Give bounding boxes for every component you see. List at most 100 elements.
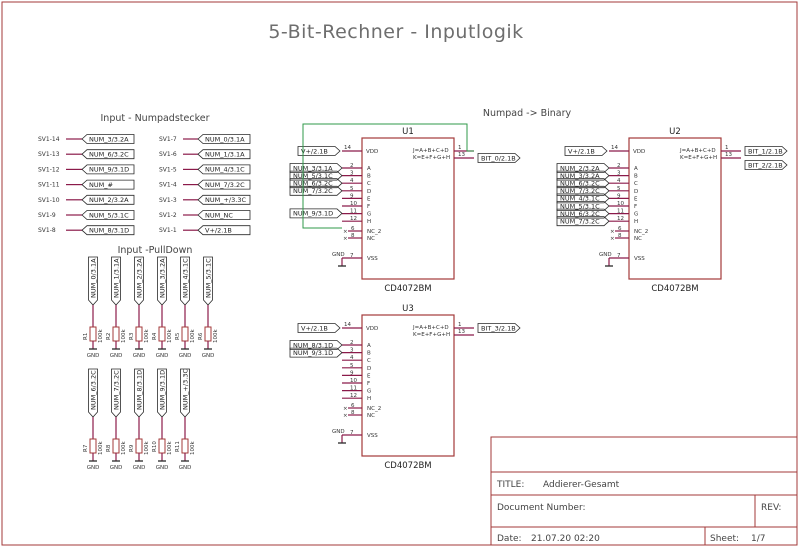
gnd-label: GND <box>332 429 345 435</box>
resistor-body <box>89 326 97 342</box>
resistor-ref: R1 <box>83 333 89 340</box>
ic-input-net: NUM_5/3.1C <box>560 202 600 210</box>
ic-pin-num: 2 <box>350 340 354 346</box>
connector-net-label: V+/2.1B <box>205 227 232 235</box>
resistor-net-flag <box>157 368 167 418</box>
gnd-label: GND <box>179 353 192 359</box>
resistor-net-flag <box>88 256 98 306</box>
resistor-net-label: NUM_2/3.2A <box>135 258 143 298</box>
connector-pin-label: SV1-14 <box>38 136 60 143</box>
resistor-net-flag <box>180 256 190 306</box>
connector-pin-label: SV1-12 <box>38 166 60 173</box>
gnd-label: GND <box>202 353 215 359</box>
ic-vdd-net: V+/2.1B <box>301 147 328 155</box>
nc-cross: × <box>343 406 348 412</box>
connector-net-label: NUM_5/3.1C <box>89 211 129 219</box>
resistor-value: 100k <box>121 441 127 455</box>
resistor-body <box>181 326 189 342</box>
title-label: TITLE: <box>496 480 524 490</box>
ic-input-net: NUM_9/3.1D <box>293 349 333 357</box>
resistor-net-label: NUM_5/3.1C <box>204 258 212 298</box>
resistor-body <box>112 438 120 454</box>
connector-net-label-flag <box>197 225 251 236</box>
ic-pin-num: 13 <box>458 329 465 335</box>
connector-net-label: NUM_3/3.2A <box>89 135 129 143</box>
ic-input-net: NUM_7/3.2C <box>560 218 600 226</box>
ic-input-net: NUM_3/3.2A <box>560 172 600 180</box>
pulldown-header: Input -PullDown <box>118 245 193 256</box>
ic-pin-num: 2 <box>617 163 621 169</box>
title-block: TITLE: Addierer-Gesamt Document Number: … <box>490 436 798 546</box>
connector-net-label-flag <box>197 149 251 160</box>
ic-pin-num: 13 <box>458 152 465 158</box>
ic-pin-num: 6 <box>351 403 355 409</box>
resistor-ref: R6 <box>198 332 204 340</box>
resistor-net-flag <box>111 256 121 306</box>
ic-pin-name: C <box>367 181 371 187</box>
resistor-net-label: NUM_7/3.2C <box>112 370 120 410</box>
connector-net-label-flag <box>81 210 135 220</box>
ic-input-net: NUM_9/3.1D <box>293 210 333 218</box>
ic-pin-num: 10 <box>617 201 624 207</box>
connector-net-label-flag <box>197 179 251 190</box>
connector-pin-label: SV1-10 <box>38 197 60 204</box>
ic-input-net-flag <box>556 216 610 227</box>
ic-part: CD4072BM <box>384 461 431 471</box>
ic-pin-num: 5 <box>350 186 354 192</box>
resistor-net-label: NUM_4/3.1C <box>181 258 189 298</box>
resistor-net-label: NUM_+/3.3C <box>181 369 189 410</box>
ic-pin-name: A <box>367 343 371 349</box>
ic-input-net: NUM_6/3.2C <box>560 210 600 218</box>
ic-pin-num: 1 <box>458 322 462 328</box>
ic-pin-num: 7 <box>350 430 354 436</box>
ic-vdd-net: V+/2.1B <box>301 324 328 332</box>
ic-pin-name: VSS <box>367 433 378 439</box>
ic-pin-num: 12 <box>617 216 624 222</box>
ic-pin-num: 9 <box>350 370 354 376</box>
ic-pin-num: 4 <box>350 178 354 184</box>
resistor-net-label: NUM_9/3.1D <box>158 370 166 410</box>
connector-net-label: NUM_4/3.1C <box>205 166 245 174</box>
resistor-net-flag <box>203 256 213 306</box>
nc-cross: × <box>343 229 348 235</box>
resistor-ref: R9 <box>129 444 135 452</box>
ic-pin-name: VSS <box>634 256 645 262</box>
resistor-net-label: NUM_6/3.2C <box>89 370 97 410</box>
resistor-net-label: NUM_3/3.2A <box>158 258 166 298</box>
ic-vdd-net-flag <box>297 146 341 156</box>
ic-pin-num: 1 <box>458 145 462 151</box>
ic-input-net: NUM_2/3.2A <box>560 164 600 172</box>
gnd-label: GND <box>133 465 146 471</box>
connector-net-label: NUM_1/3.1A <box>205 151 245 159</box>
ic-pin-num: 6 <box>351 226 355 232</box>
ic-pin-num: 11 <box>617 209 624 215</box>
resistor-net-flag <box>111 368 121 418</box>
ic-pin-num: 7 <box>350 253 354 259</box>
ic-pin-name: D <box>634 189 638 195</box>
sheet-value: 1/7 <box>751 534 765 544</box>
ic-input-net: NUM_4/3.1C <box>560 195 600 203</box>
ic-pin-num: 14 <box>611 145 618 151</box>
ic-pin-num: 2 <box>350 163 354 169</box>
connector-net-label: NUM_+/3.3C <box>205 196 246 204</box>
ic-pin-name: B <box>367 351 371 357</box>
resistor-value: 100k <box>144 329 150 343</box>
connector-pin-label: SV1-4 <box>159 182 177 189</box>
connector-net-label-flag <box>197 210 251 220</box>
ic-output-net-flag <box>744 160 788 170</box>
resistor-value: 100k <box>121 329 127 343</box>
resistor-ref: R3 <box>129 332 135 340</box>
ic-output-net: BIT_3/2.1B <box>481 324 516 332</box>
ic-body <box>361 137 455 280</box>
connector-net-label: NUM_2/3.2A <box>89 196 129 204</box>
